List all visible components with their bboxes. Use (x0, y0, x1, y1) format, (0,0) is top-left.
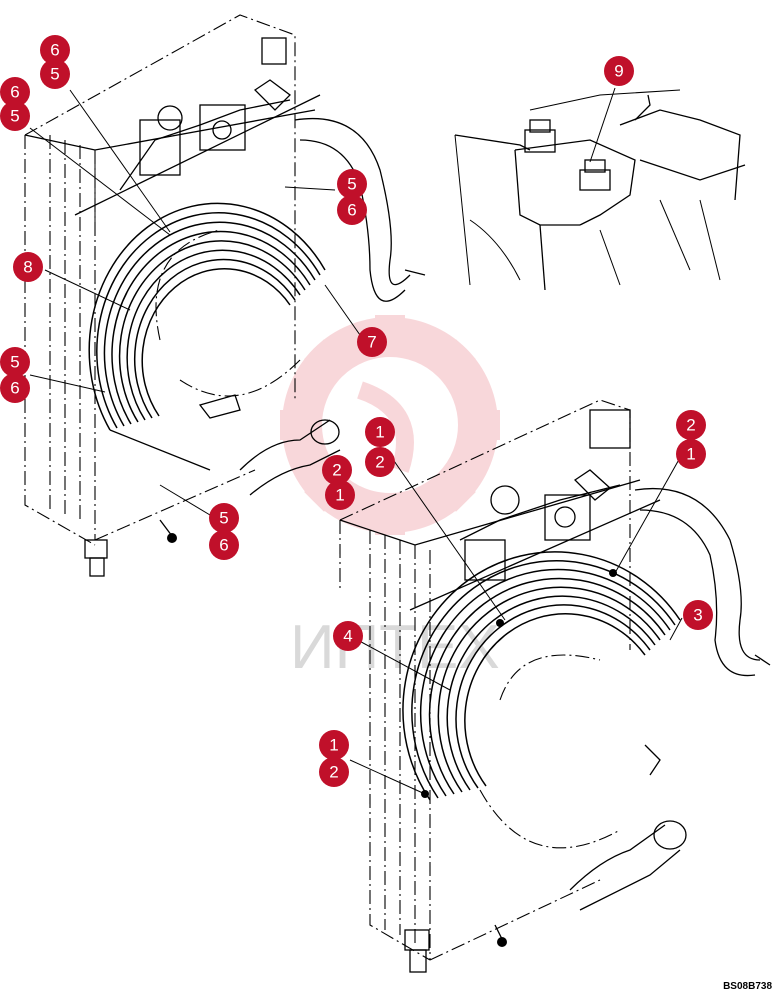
watermark-text: ИПТЕХ (290, 613, 500, 682)
callout-1d: 1 (319, 730, 349, 760)
svg-text:5: 5 (10, 353, 19, 372)
svg-text:6: 6 (10, 83, 19, 102)
callout-6c: 6 (337, 195, 367, 225)
svg-text:2: 2 (375, 453, 384, 472)
callout-6b: 6 (0, 77, 30, 107)
svg-text:9: 9 (614, 62, 623, 81)
callout-9: 9 (604, 56, 634, 86)
callout-5a: 5 (40, 59, 70, 89)
svg-text:6: 6 (10, 379, 19, 398)
svg-text:7: 7 (367, 333, 376, 352)
callout-4: 4 (333, 621, 363, 651)
callout-1a: 1 (325, 480, 355, 510)
callout-2a: 2 (322, 455, 352, 485)
svg-text:5: 5 (50, 65, 59, 84)
svg-text:2: 2 (332, 461, 341, 480)
callout-6d: 6 (0, 373, 30, 403)
svg-text:8: 8 (23, 258, 32, 277)
svg-text:5: 5 (10, 107, 19, 126)
valve-bracket-detail (454, 89, 746, 291)
figure-reference-code: BS08B738 (723, 981, 772, 992)
callout-5b: 5 (0, 101, 30, 131)
callout-3: 3 (683, 600, 713, 630)
svg-text:3: 3 (693, 606, 702, 625)
svg-text:1: 1 (335, 486, 344, 505)
svg-text:1: 1 (375, 423, 384, 442)
upper-left-radiator (24, 14, 426, 577)
callout-1b: 1 (365, 417, 395, 447)
callout-6a: 6 (40, 35, 70, 65)
svg-text:6: 6 (219, 536, 228, 555)
svg-text:4: 4 (343, 627, 352, 646)
svg-text:2: 2 (686, 416, 695, 435)
callout-2c: 2 (676, 410, 706, 440)
lower-right-radiator (339, 399, 771, 973)
leader-lines (29, 87, 691, 795)
callout-2d: 2 (319, 757, 349, 787)
callout-5d: 5 (0, 347, 30, 377)
callout-2b: 2 (365, 447, 395, 477)
callout-5e: 5 (209, 503, 239, 533)
svg-text:1: 1 (329, 736, 338, 755)
svg-text:6: 6 (50, 41, 59, 60)
callout-6e: 6 (209, 530, 239, 560)
callout-5c: 5 (337, 169, 367, 199)
svg-text:5: 5 (347, 175, 356, 194)
svg-text:6: 6 (347, 201, 356, 220)
callout-1c: 1 (676, 439, 706, 469)
svg-text:1: 1 (686, 445, 695, 464)
svg-text:5: 5 (219, 509, 228, 528)
svg-text:2: 2 (329, 763, 338, 782)
callout-8: 8 (13, 252, 43, 282)
callout-7: 7 (357, 327, 387, 357)
